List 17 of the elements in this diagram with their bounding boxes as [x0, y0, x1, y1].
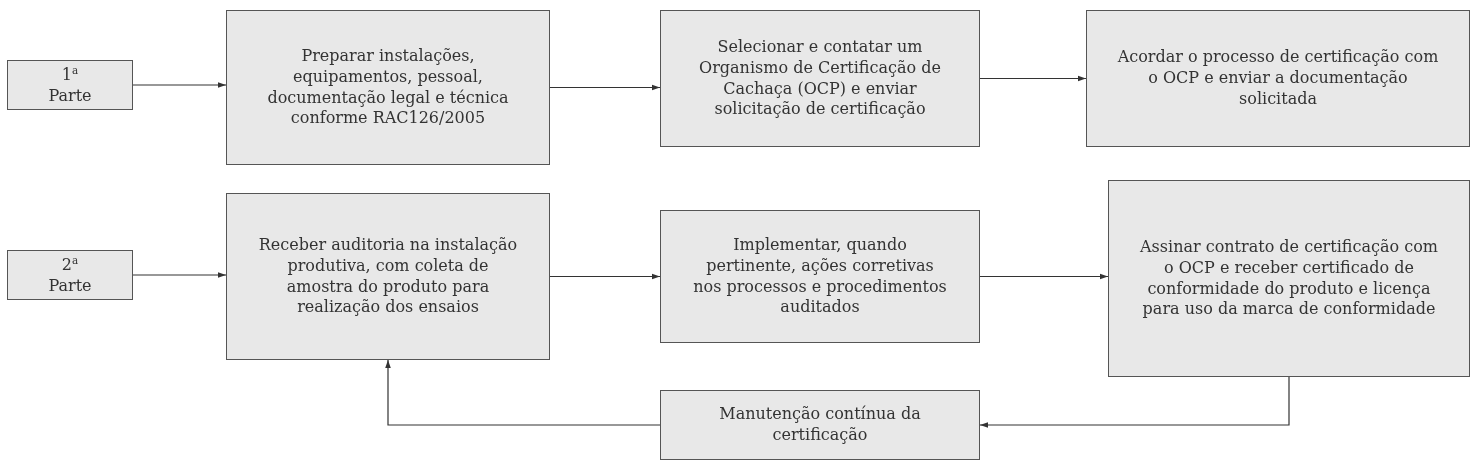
process-box: 2$^{a}$ Parte — [7, 250, 133, 300]
arrow — [385, 359, 661, 426]
process-box: Selecionar e contatar um Organismo de Certificação de Cachaça (OCP) e enviar solicitação de certificação — [660, 10, 980, 147]
process-box: 1$^{a}$ Parte — [7, 60, 133, 110]
process-box: Acordar o processo de certificação com o OCP e enviar a documentação solicitada — [1086, 10, 1470, 147]
process-box: Receber auditoria na instalação produtiva, com coleta de amostra do produto para realização dos ensaios — [226, 193, 550, 360]
arrow — [979, 376, 1290, 428]
process-box: Implementar, quando pertinente, ações corretivas nos processos e procedimentos auditados — [660, 210, 980, 343]
arrow — [979, 75, 1087, 82]
arrow — [132, 272, 227, 278]
process-box: Assinar contrato de certificação com o OCP e receber certificado de conformidade do produto e licença para uso da marca de conformidade — [1108, 180, 1470, 377]
arrow — [549, 273, 661, 280]
arrow — [549, 84, 661, 91]
process-box: Preparar instalações, equipamentos, pessoal, documentação legal e técnica conforme RAC126/2005 — [226, 10, 550, 165]
arrow — [979, 273, 1109, 280]
process-box: Manutenção contínua da certificação — [660, 390, 980, 460]
arrow — [132, 82, 227, 88]
